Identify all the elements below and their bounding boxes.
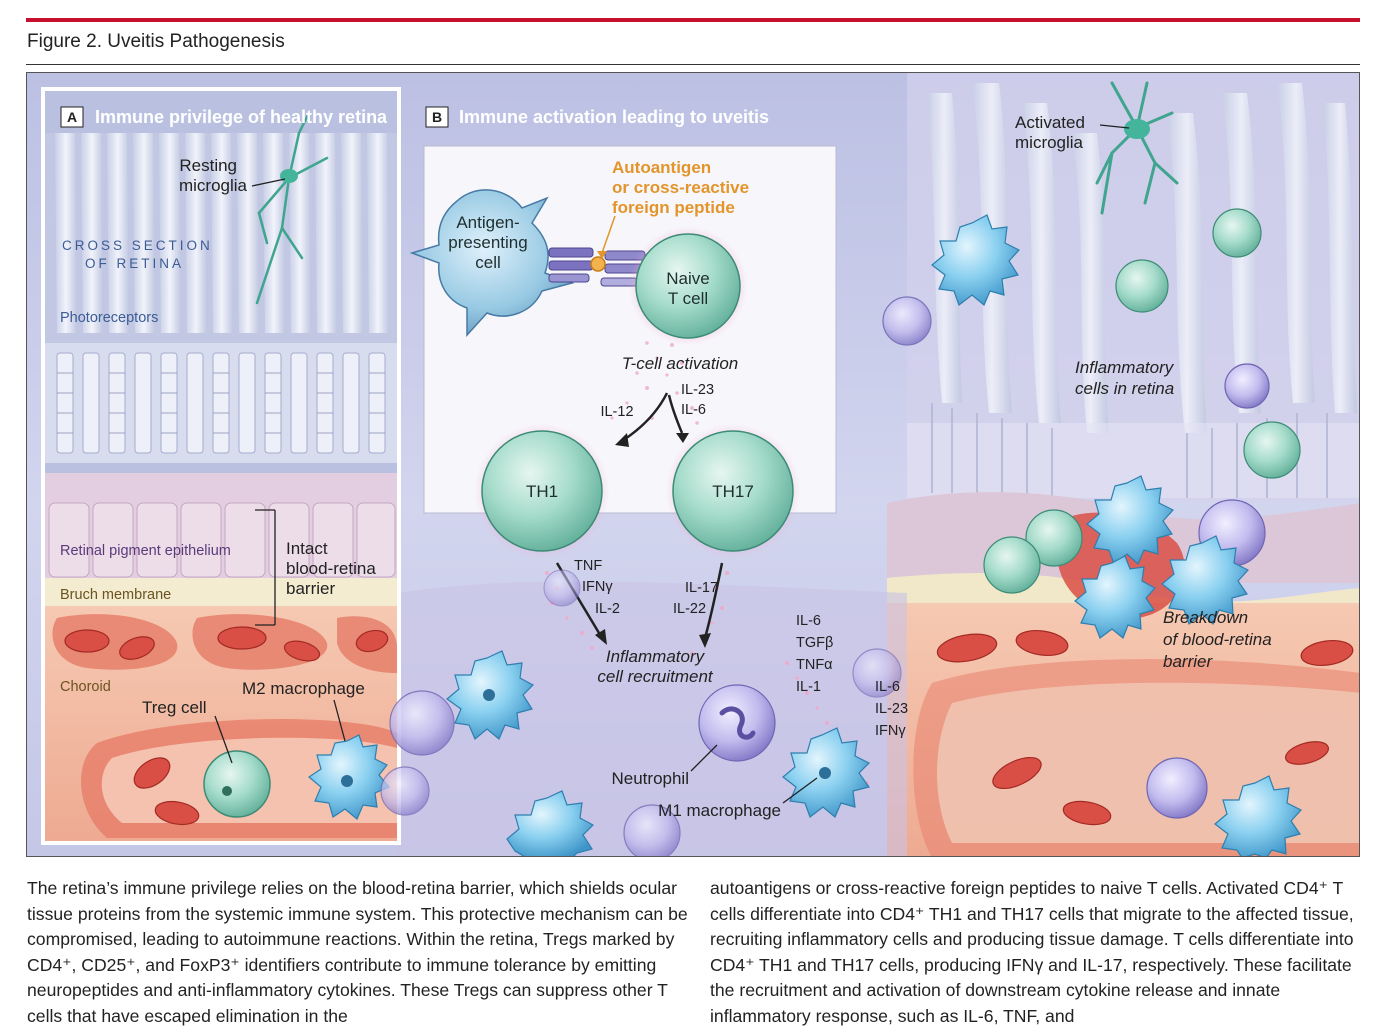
inflamed-retina-cells: [882, 208, 1302, 856]
neutrophil-cytokine-ifng: IFNγ: [875, 723, 906, 739]
intact-barrier-label-1: Intact: [286, 539, 328, 558]
apc-label-1: Antigen-: [456, 213, 519, 232]
apc-label-3: cell: [475, 253, 501, 272]
m2-macrophage-label: M2 macrophage: [242, 679, 365, 698]
th1-cytokine-tnf: TNF: [574, 558, 602, 574]
panel-a-title: Immune privilege of healthy retina: [95, 107, 388, 127]
autoantigen-label-1: Autoantigen: [612, 158, 711, 177]
neutrophils-lower-left: [380, 569, 902, 856]
th17-cell-shape: [665, 423, 801, 559]
intact-barrier-label-3: barrier: [286, 579, 335, 598]
m1-cytokine-il1: IL-1: [796, 679, 821, 695]
autoantigen-label-3: foreign peptide: [612, 198, 735, 217]
panel-a-rpe-layer: [45, 473, 397, 578]
th1-cytokine-il2: IL-2: [595, 601, 620, 617]
top-accent-rule: [26, 18, 1360, 22]
th17-cytokine-il17: IL-17: [685, 580, 718, 596]
right-red-blood-cells: [936, 629, 1354, 826]
panel-b-letter: B: [432, 109, 442, 125]
inflammatory-cells-label-1: Inflammatory: [1075, 358, 1175, 377]
m1-macrophage-bottom: [506, 790, 594, 856]
th1-label: TH1: [526, 482, 558, 501]
il6-label: IL-6: [681, 402, 706, 418]
m1-cytokine-tnfa: TNFα: [796, 657, 833, 673]
panel-a-header: A Immune privilege of healthy retina: [60, 106, 388, 128]
neutrophil-cytokine-il6: IL-6: [875, 679, 900, 695]
cross-section-label-1: CROSS SECTION: [62, 238, 213, 253]
il23-label: IL-23: [681, 382, 714, 398]
th17-cytokine-il22: IL-22: [673, 601, 706, 617]
naive-t-cell-label-2: T cell: [668, 289, 708, 308]
m1-macrophage-shape: [782, 727, 871, 818]
treg-cell-shape: [203, 750, 271, 818]
rpe-label: Retinal pigment epithelium: [60, 543, 231, 559]
recruitment-label-2: cell recruitment: [597, 667, 714, 686]
il12-label: IL-12: [600, 404, 633, 420]
m1-cytokine-il6: IL-6: [796, 613, 821, 629]
choroid-label: Choroid: [60, 679, 111, 695]
m1-macrophage-left: [446, 650, 534, 740]
autoantigen-peptide: [590, 215, 616, 272]
resting-microglia-label-2: microglia: [179, 176, 248, 195]
th17-label: TH17: [712, 482, 754, 501]
photoreceptors-label: Photoreceptors: [60, 310, 158, 326]
resting-microglia-label-1: Resting: [179, 156, 237, 175]
title-divider: [26, 64, 1360, 65]
activated-microglia-shape: [1095, 81, 1179, 215]
neutrophil-cytokine-il23: IL-23: [875, 701, 908, 717]
panel-a-photoreceptors: [45, 133, 397, 463]
cross-section-label-2: OF RETINA: [85, 256, 184, 271]
th1-cytokine-ifng: IFNγ: [582, 579, 613, 595]
breakdown-label-1: Breakdown: [1163, 608, 1248, 627]
panel-a-red-blood-cells: [64, 626, 389, 826]
antigen-presenting-cell-shape: [409, 189, 575, 337]
naive-t-cell-label-1: Naive: [666, 269, 709, 288]
autoantigen-label-2: or cross-reactive: [612, 178, 749, 197]
caption-text-1: The retina’s immune privilege relies on …: [27, 878, 688, 1026]
figure-illustration: A Immune privilege of healthy retina Res…: [26, 72, 1360, 857]
leader-lines: [214, 124, 1130, 804]
m1-macrophage-label: M1 macrophage: [658, 801, 781, 820]
panel-a: [41, 87, 401, 845]
panel-a-letter: A: [67, 109, 77, 125]
breakdown-label-2: of blood-retina: [1163, 630, 1272, 649]
breakdown-label-3: barrier: [1163, 652, 1213, 671]
bruch-membrane-label: Bruch membrane: [60, 587, 171, 603]
m1-cytokine-tgfb: TGFβ: [796, 635, 833, 651]
panel-a-bruch-membrane: [45, 578, 397, 606]
panel-b-header: B Immune activation leading to uveitis: [425, 106, 769, 128]
caption-column-2: autoantigens or cross-reactive foreign p…: [710, 876, 1360, 1030]
th1-cell-shape: [474, 423, 610, 559]
inflammatory-cells-label-2: cells in retina: [1075, 379, 1174, 398]
naive-t-cell-shape: [628, 226, 748, 346]
recruitment-label-1: Inflammatory: [606, 647, 706, 666]
activated-microglia-label-2: microglia: [1015, 133, 1084, 152]
intact-barrier-label-2: blood-retina: [286, 559, 376, 578]
figure-title: Figure 2. Uveitis Pathogenesis: [27, 31, 285, 52]
t-cell-activation-label: T-cell activation: [622, 354, 739, 373]
apc-label-2: presenting: [448, 233, 527, 252]
panel-b-title: Immune activation leading to uveitis: [459, 107, 769, 127]
activated-microglia-label-1: Activated: [1015, 113, 1085, 132]
m2-macrophage-shape: [307, 734, 390, 820]
treg-cell-label: Treg cell: [142, 698, 207, 717]
neutrophil-label: Neutrophil: [612, 769, 690, 788]
neutrophil-shape: [698, 684, 776, 762]
caption-text-2: autoantigens or cross-reactive foreign p…: [710, 878, 1354, 1026]
caption-column-1: The retina’s immune privilege relies on …: [27, 876, 692, 1030]
